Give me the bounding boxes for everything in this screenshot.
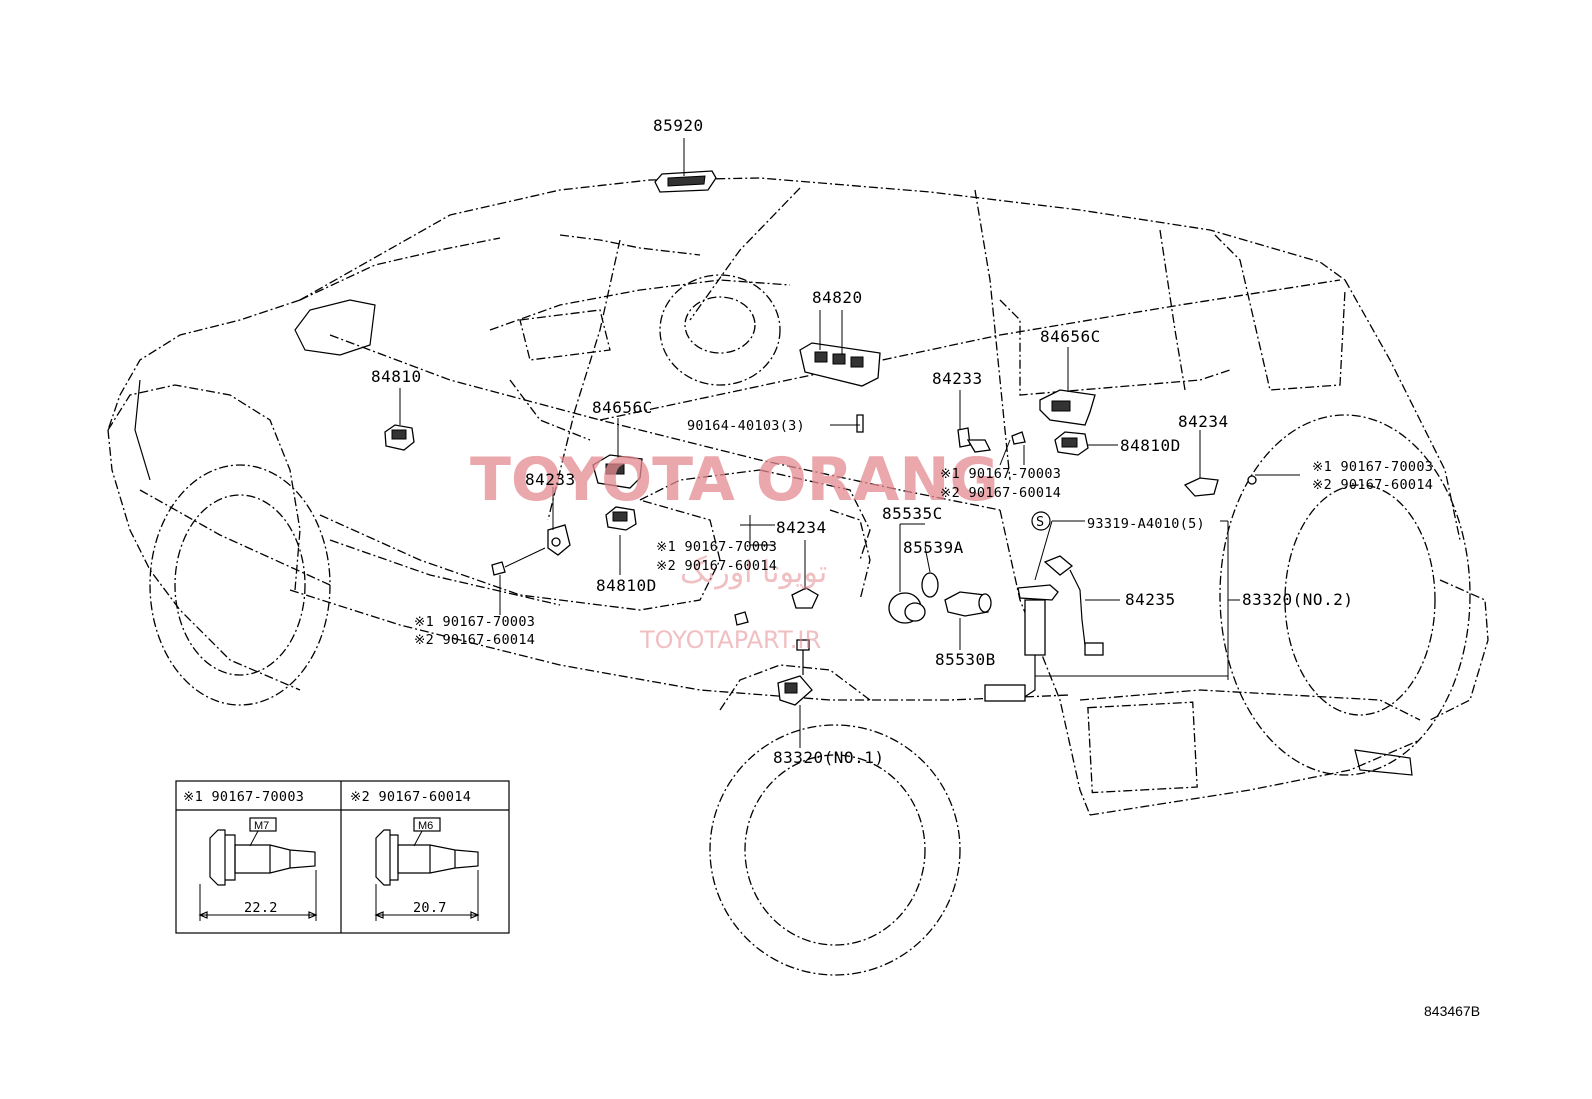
label-83320-no1: 83320(NO.1) [773, 748, 884, 767]
label-84233-left: 84233 [525, 470, 576, 489]
label-85530b: 85530B [935, 650, 996, 669]
inset-left-thread: M7 [254, 820, 269, 832]
watermark: TOYOTA ORANG تویوتا اورنگ TOYOTAPART.IR [470, 445, 999, 654]
motor-85530b [944, 591, 992, 617]
fastener-callouts: ※1 90167-70003 ※2 90167-60014 ※1 90167-7… [414, 459, 1433, 648]
switch-84810d-right [1054, 431, 1089, 456]
inset-right-length: 20.7 [413, 900, 447, 916]
callout-right-1: ※1 90167-70003 [940, 466, 1061, 482]
figure-reference: 843467B [1424, 1003, 1480, 1019]
bolt-m7-drawing: M7 22.2 [198, 817, 318, 921]
master-switch-84820 [799, 342, 881, 433]
roof-sensor-85920 [654, 170, 717, 193]
label-85920: 85920 [653, 116, 704, 135]
label-90164: 90164-40103(3) [687, 418, 805, 434]
callout-center-2: ※2 90167-60014 [656, 558, 777, 574]
bolt-detail-inset: ※1 90167-70003 ※2 90167-60014 M7 22.2 [175, 780, 510, 934]
switch-84810d-left [605, 506, 637, 531]
label-85539a: 85539A [903, 538, 964, 557]
label-84810d-left: 84810D [596, 576, 657, 595]
sensor-85535c [888, 592, 926, 624]
switch-84810-left [384, 424, 415, 451]
callout-left-2: ※2 90167-60014 [414, 632, 535, 648]
inset-left-length: 22.2 [244, 900, 278, 916]
watermark-persian: تویوتا اورنگ [680, 555, 827, 590]
watermark-url: TOYOTAPART.IR [639, 626, 821, 654]
inset-right-header: ※2 90167-60014 [350, 789, 471, 805]
part-labels: 85920 84820 84656C 84810 84233 84656C 90… [371, 116, 1353, 767]
callout-center-1: ※1 90167-70003 [656, 539, 777, 555]
callout-right-2: ※2 90167-60014 [940, 485, 1061, 501]
label-84233-right: 84233 [932, 369, 983, 388]
harness-83320-no1 [777, 639, 813, 706]
cap-85539a [921, 572, 939, 598]
label-84810d-right: 84810D [1120, 436, 1181, 455]
switch-84656c-right [1039, 389, 1096, 426]
inset-right-thread: M6 [418, 820, 433, 832]
label-84234-right: 84234 [1178, 412, 1229, 431]
switch-84234-center [734, 587, 819, 626]
label-84234-center: 84234 [776, 518, 827, 537]
label-84656c-right: 84656C [1040, 327, 1101, 346]
switch-84234-right [1183, 475, 1257, 497]
label-85535c: 85535C [882, 504, 943, 523]
label-84820: 84820 [812, 288, 863, 307]
bolt-m6-drawing: M6 20.7 [374, 817, 480, 921]
label-83320-no2: 83320(NO.2) [1242, 590, 1353, 609]
callout-left-1: ※1 90167-70003 [414, 614, 535, 630]
bracket-84233-right [957, 427, 1026, 453]
callout-far-right-1: ※1 90167-70003 [1312, 459, 1433, 475]
leader-lines [399, 138, 1300, 748]
switch-84656c-left [592, 454, 643, 489]
label-84810: 84810 [371, 367, 422, 386]
watermark-main: TOYOTA ORANG [470, 445, 999, 515]
vehicle-outline [107, 177, 1489, 976]
bracket-84235 [984, 555, 1104, 702]
label-84656c-left: 84656C [592, 398, 653, 417]
label-s-symbol: S [1036, 514, 1044, 530]
callout-far-right-2: ※2 90167-60014 [1312, 477, 1433, 493]
s-symbol-circle [1031, 511, 1051, 531]
bracket-84233-left [491, 524, 571, 576]
inset-left-header: ※1 90167-70003 [183, 789, 304, 805]
label-93319: 93319-A4010(5) [1087, 516, 1205, 532]
label-84235: 84235 [1125, 590, 1176, 609]
